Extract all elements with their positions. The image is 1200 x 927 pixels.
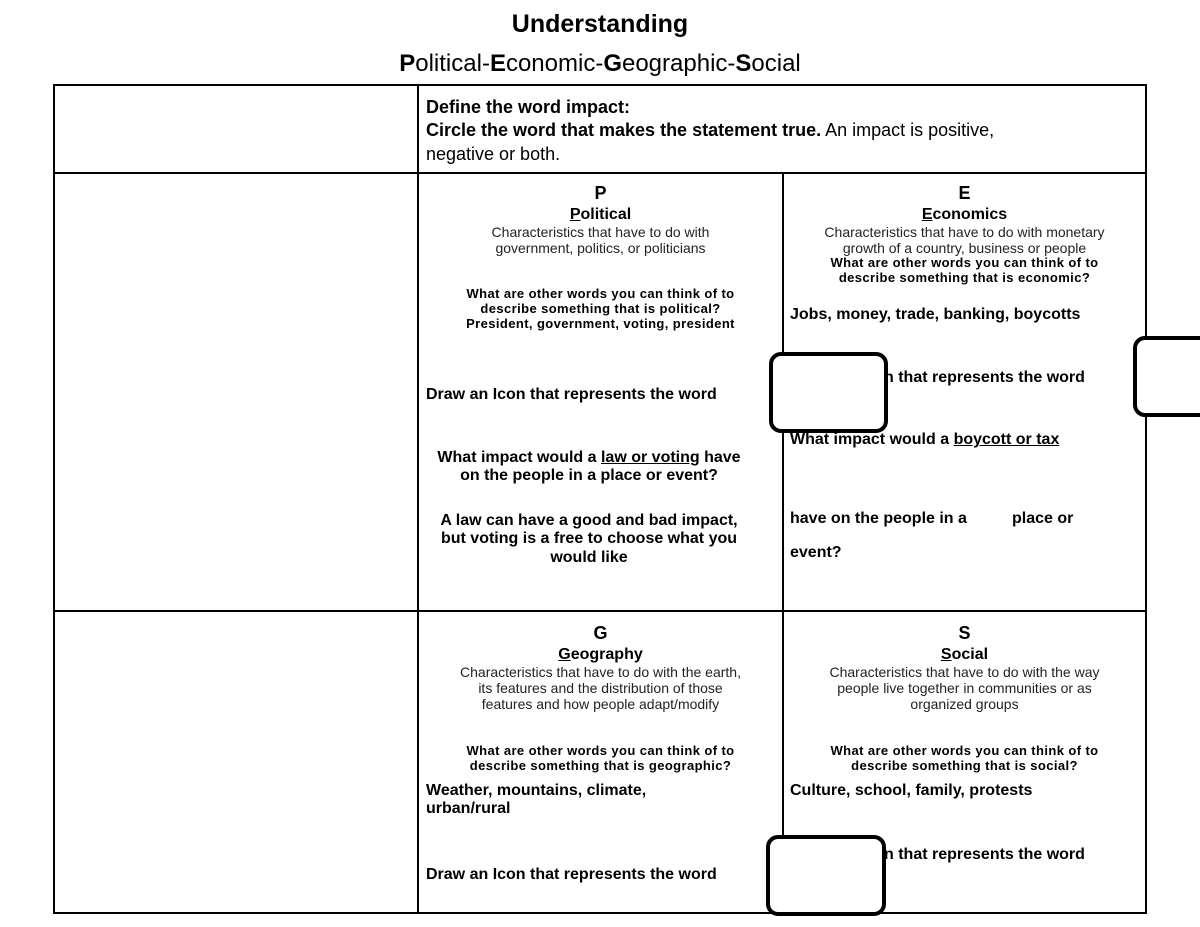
- define-line-2: Circle the word that makes the statement…: [426, 119, 1136, 142]
- economics-desc-2: growth of a country, business or people: [842, 240, 1087, 257]
- social-desc-2: people live together in communities or a…: [837, 680, 1092, 697]
- geography-header: G Geography Characteristics that have to…: [419, 623, 782, 712]
- subtitle-e: E: [489, 50, 506, 77]
- table-row-divider-1: [53, 172, 1147, 174]
- economics-impact-line-1: What impact would a boycott or tax: [790, 431, 1059, 449]
- economics-impact-pre: What impact would a: [790, 431, 954, 448]
- social-header: S Social Characteristics that have to do…: [784, 623, 1145, 712]
- political-response-1: A law can have a good and bad impact,: [440, 512, 738, 529]
- subtitle-p-rest: olitical-: [415, 50, 490, 77]
- political-response-2: but voting is a free to choose what you: [440, 530, 738, 548]
- political-answer: President, government, voting, president: [466, 315, 735, 331]
- economics-desc-1: Characteristics that have to do with mon…: [824, 224, 1105, 241]
- page-subtitle: Political-Economic-Geographic-Social: [0, 50, 1200, 78]
- political-response: A law can have a good and bad impact, bu…: [417, 512, 761, 567]
- define-impact-cell: Define the word impact: Circle the word …: [426, 96, 1136, 166]
- table-inner-column-divider: [782, 172, 784, 914]
- political-response-3: would like: [550, 548, 628, 566]
- geography-desc-1: Characteristics that have to do with the…: [460, 664, 741, 681]
- economics-question-1: What are other words you can think of to: [830, 255, 1099, 271]
- political-impact-underlined: law or voting: [600, 449, 700, 466]
- table-border-bottom: [53, 912, 1147, 914]
- political-title-rest: olitical: [580, 205, 632, 223]
- table-border-right: [1145, 84, 1147, 914]
- political-title: Political: [419, 206, 782, 224]
- economics-impact-line-3: event?: [790, 544, 842, 561]
- subtitle-p: P: [399, 50, 416, 77]
- geography-answer-1: Weather, mountains, climate,: [426, 782, 647, 799]
- geography-question-1: What are other words you can think of to: [466, 743, 735, 758]
- political-title-initial: P: [569, 205, 581, 223]
- economics-icon-prompt: n that represents the word: [884, 369, 1085, 386]
- geography-desc-3: features and how people adapt/modify: [481, 696, 720, 713]
- political-question-1: What are other words you can think of to: [466, 286, 735, 301]
- political-impact-question: What impact would a law or voting have o…: [417, 449, 761, 486]
- define-line-2-bold: Circle the word that makes the statement…: [426, 120, 822, 141]
- social-letter: S: [958, 623, 971, 643]
- subtitle-s: S: [735, 50, 752, 77]
- social-desc-3: organized groups: [910, 696, 1019, 713]
- geography-letter: G: [593, 623, 608, 643]
- economics-answer: Jobs, money, trade, banking, boycotts: [790, 306, 1081, 323]
- economics-icon-box[interactable]: [1133, 336, 1200, 417]
- table-column-divider: [417, 84, 419, 914]
- political-icon-box[interactable]: [769, 352, 888, 433]
- geography-title: Geography: [419, 646, 782, 664]
- economics-letter: E: [958, 183, 971, 203]
- economics-impact-line-2a: have on the people in a: [790, 510, 967, 527]
- economics-title-initial: E: [921, 205, 933, 223]
- geography-icon-prompt: Draw an Icon that represents the word: [426, 866, 717, 883]
- social-title-rest: ocial: [951, 645, 989, 663]
- table-border-top: [53, 84, 1147, 86]
- page-title: Understanding: [511, 10, 689, 38]
- define-line-2-rest: An impact is positive,: [821, 120, 995, 141]
- political-impact-post: have: [699, 449, 741, 466]
- geography-question-2: describe something that is geographic?: [469, 757, 732, 773]
- define-line-3: negative or both.: [426, 143, 561, 164]
- social-question: What are other words you can think of to…: [784, 743, 1145, 774]
- political-impact-pre: What impact would a: [437, 449, 601, 466]
- geography-title-rest: eography: [570, 645, 643, 663]
- table-border-left: [53, 84, 55, 914]
- geography-desc-2: its features and the distribution of tho…: [478, 680, 723, 697]
- social-question-2: describe something that is social?: [851, 757, 1078, 773]
- table-row-divider-2: [53, 610, 1147, 612]
- geography-icon-box[interactable]: [766, 835, 886, 916]
- economics-title: Economics: [784, 206, 1145, 224]
- political-impact-line-1: What impact would a law or voting have: [417, 449, 761, 467]
- political-icon-prompt: Draw an Icon that represents the word: [426, 386, 717, 403]
- political-desc-1: Characteristics that have to do with: [491, 224, 710, 241]
- social-desc-1: Characteristics that have to do with the…: [829, 664, 1100, 681]
- economics-impact-line-2b: place or: [1012, 510, 1074, 527]
- subtitle-s-rest: ocial: [751, 50, 801, 77]
- define-line-1: Define the word impact:: [426, 97, 631, 117]
- geography-answer-2: urban/rural: [426, 800, 511, 818]
- economics-impact-underlined: boycott or tax: [953, 431, 1060, 448]
- political-letter: P: [594, 183, 607, 203]
- social-icon-prompt: n that represents the word: [884, 846, 1085, 863]
- geography-title-initial: G: [558, 645, 571, 663]
- geography-question: What are other words you can think of to…: [419, 743, 782, 774]
- social-answer: Culture, school, family, protests: [790, 782, 1033, 799]
- social-title-initial: S: [940, 645, 952, 663]
- political-impact-line-2: on the people in a place or event?: [460, 467, 718, 485]
- geography-answer: Weather, mountains, climate, urban/rural: [426, 782, 646, 819]
- economics-question-2: describe something that is economic?: [838, 270, 1091, 286]
- political-header: P Political Characteristics that have to…: [419, 183, 782, 256]
- political-question: What are other words you can think of to…: [419, 286, 782, 332]
- political-desc-2: government, politics, or politicians: [495, 240, 706, 257]
- subtitle-g-rest: eographic-: [621, 50, 736, 77]
- subtitle-g: G: [603, 50, 622, 77]
- political-question-2: describe something that is political?: [480, 300, 721, 316]
- subtitle-e-rest: conomic-: [505, 50, 604, 77]
- economics-title-rest: conomics: [932, 205, 1008, 223]
- social-question-1: What are other words you can think of to: [830, 743, 1099, 758]
- social-title: Social: [784, 646, 1145, 664]
- economics-header: E Economics Characteristics that have to…: [784, 183, 1145, 286]
